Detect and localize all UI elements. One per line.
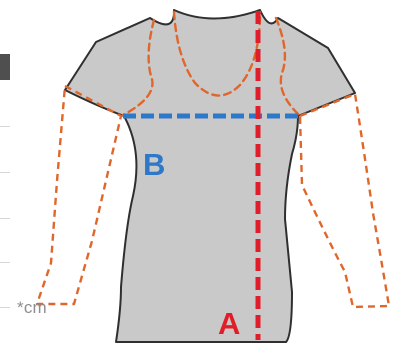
left-sleeve-outline	[37, 86, 121, 304]
unit-note: *cm	[17, 299, 47, 316]
shirt-body-shape	[65, 10, 355, 342]
right-sleeve-outline	[300, 94, 389, 307]
chest-measurement-label: B	[143, 147, 165, 182]
length-measurement-label: A	[218, 306, 240, 341]
long-sleeve-shirt-icon	[37, 10, 389, 342]
